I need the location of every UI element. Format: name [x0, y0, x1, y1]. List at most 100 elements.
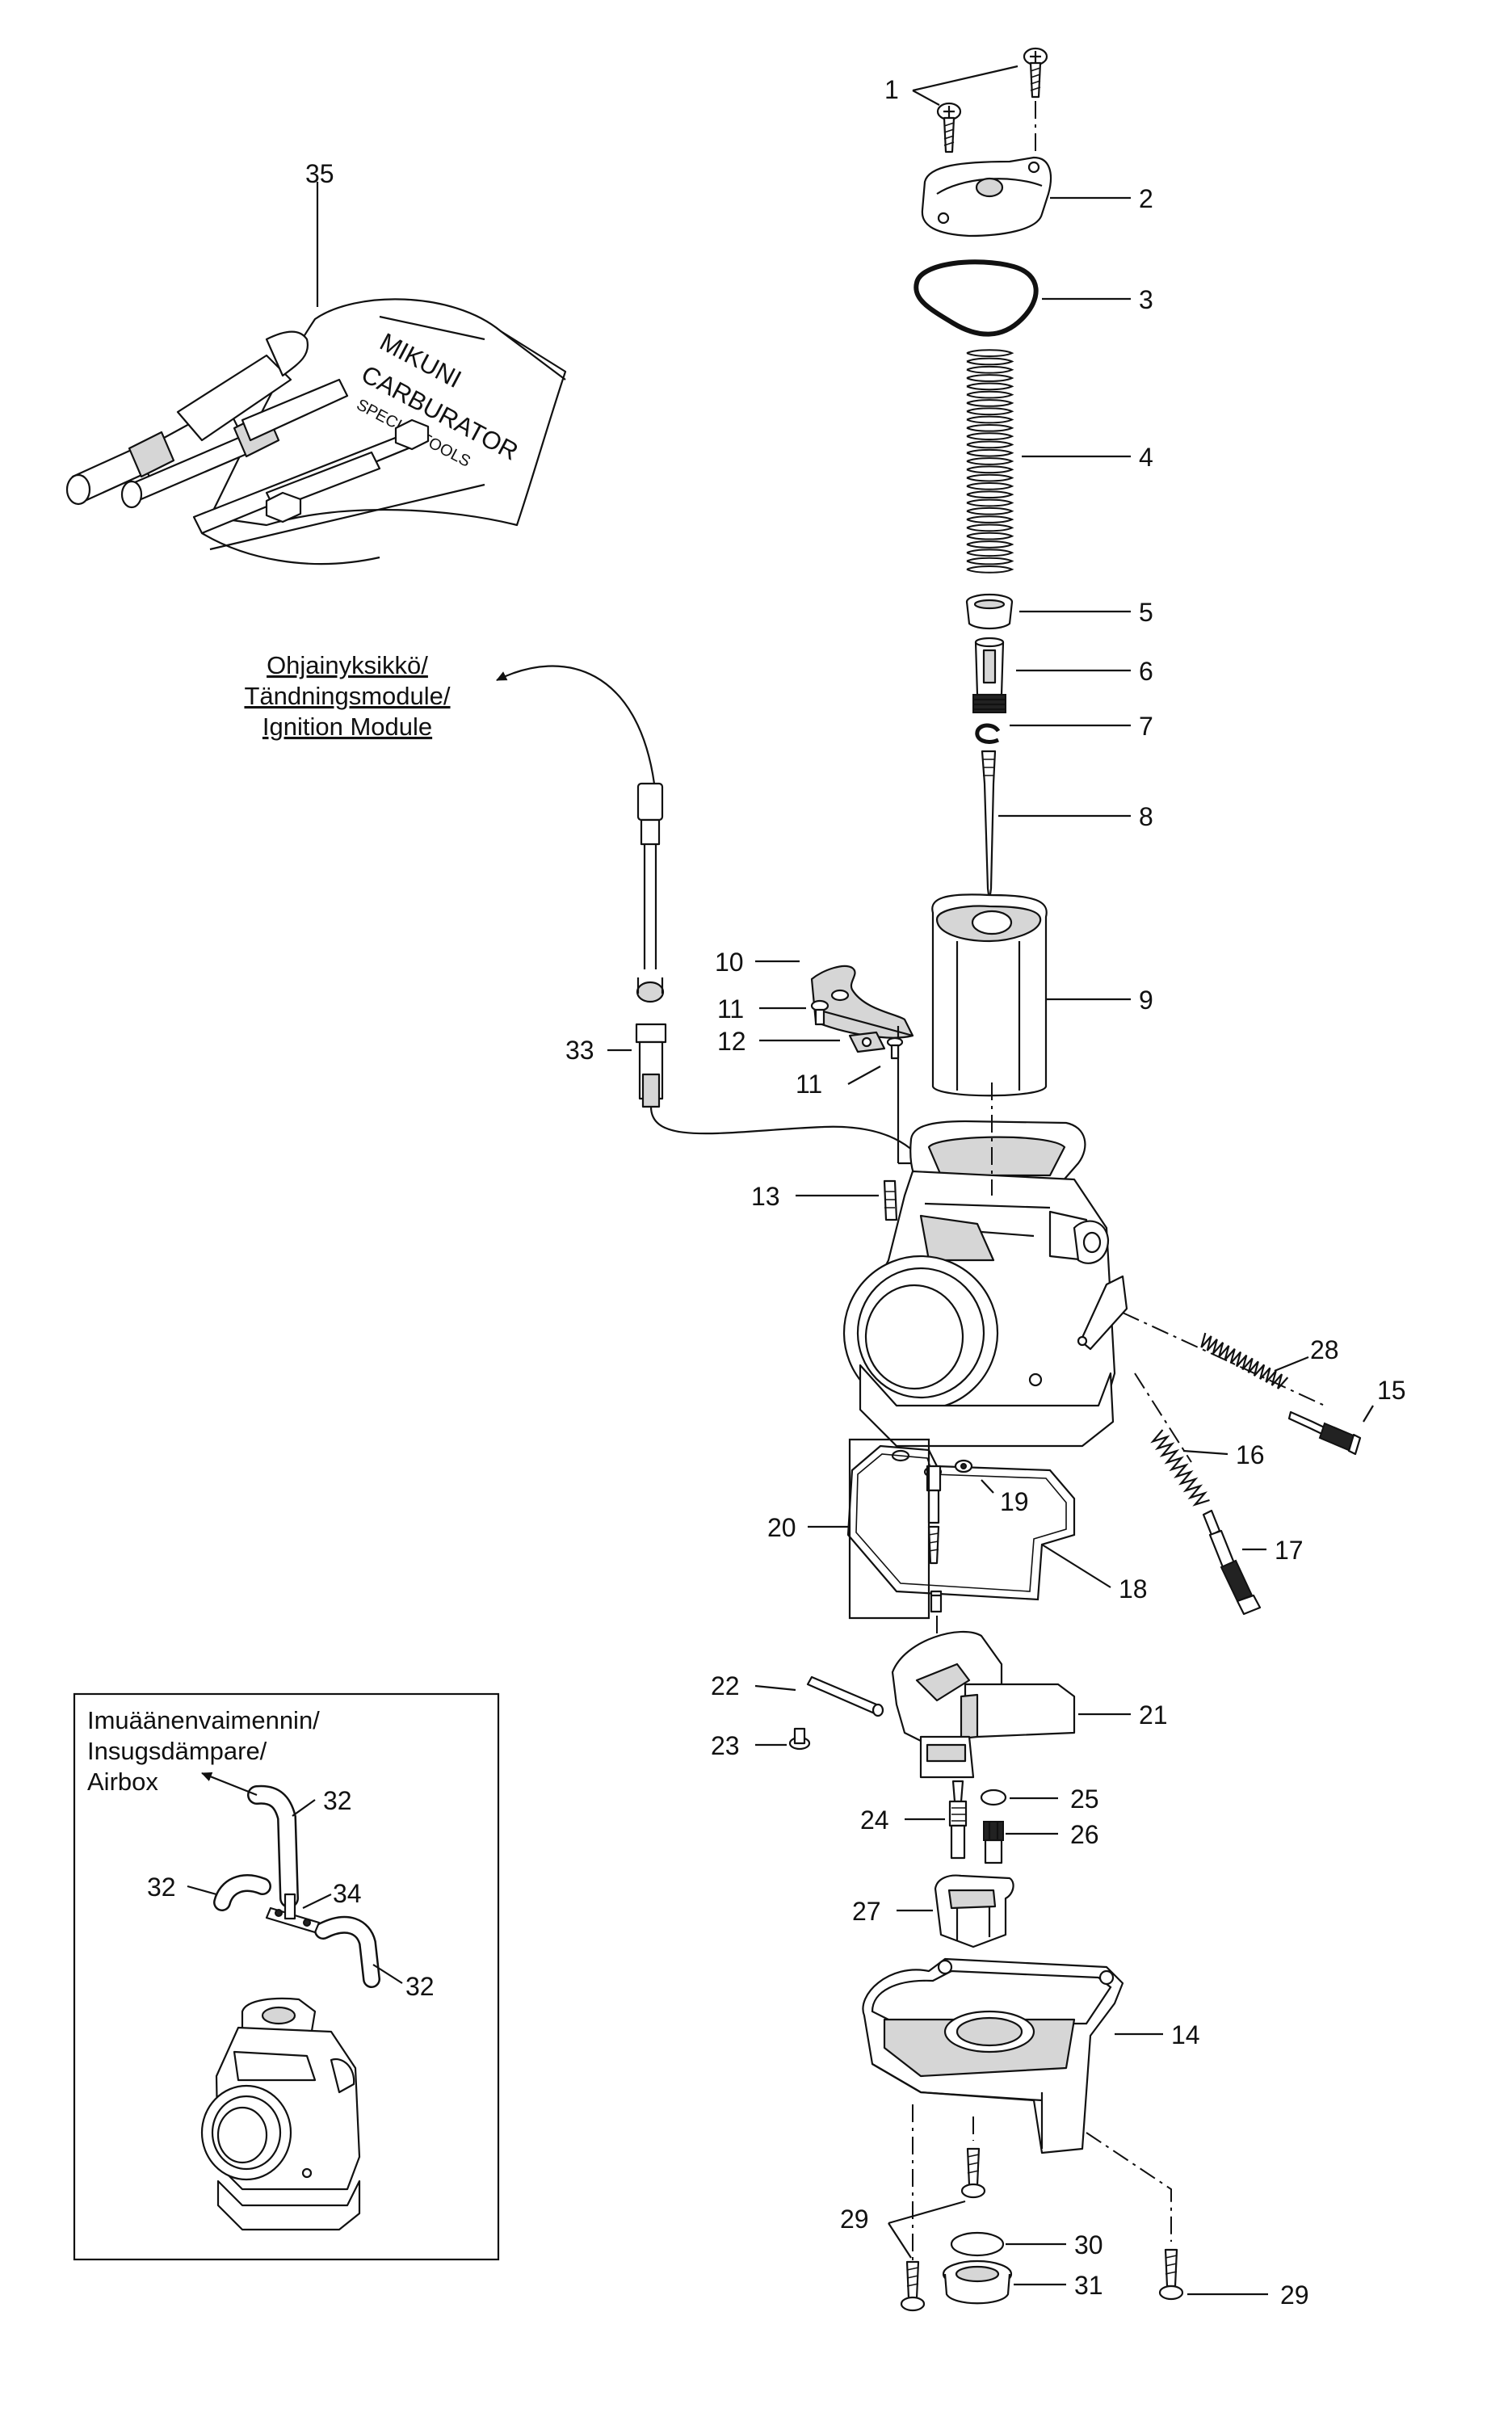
part-label-22: 22 [711, 1671, 740, 1700]
ignition-module-callout: Ohjainyksikkö/ Tändningsmodule/ Ignition… [244, 651, 656, 784]
part-label-20: 20 [767, 1513, 796, 1542]
cover-screws [936, 47, 1048, 153]
leader-34 [302, 1894, 332, 1909]
jet-needle [981, 750, 997, 902]
float-pin [806, 1675, 884, 1717]
part-label-23: 23 [711, 1731, 740, 1760]
part-label-21: 21 [1139, 1700, 1168, 1730]
part-label-25: 25 [1070, 1784, 1099, 1814]
pilot-air-screw [1287, 1410, 1362, 1456]
float-bowl-gasket [846, 1444, 1076, 1601]
cable-plate [848, 1031, 886, 1053]
centerline-air-screw [1122, 1312, 1325, 1406]
float-bowl [862, 1957, 1124, 2154]
needle-clip [975, 723, 1001, 744]
leader-28 [1274, 1356, 1309, 1372]
leader-19 [981, 1479, 994, 1494]
leader-1 [912, 65, 1018, 106]
leader-32c [372, 1964, 403, 1984]
part-label-2: 2 [1139, 184, 1153, 213]
part-label-10: 10 [715, 948, 744, 977]
plate-screw [886, 1036, 904, 1060]
part-label-29a: 29 [840, 2205, 869, 2234]
bowl-screw-left [900, 2260, 926, 2312]
part-label-7: 7 [1139, 712, 1153, 741]
valve-seat [983, 1821, 1004, 1864]
part-label-1: 1 [884, 75, 899, 104]
airbox-arrow [201, 1772, 258, 1797]
bracket-screw [810, 999, 830, 1026]
leader-18 [1041, 1544, 1111, 1588]
pilot-screw-spring [1200, 1332, 1289, 1389]
cover-gasket [914, 259, 1039, 337]
throttle-slide [931, 893, 1048, 1097]
part-label-13: 13 [751, 1182, 780, 1211]
part-label-27: 27 [852, 1897, 881, 1926]
part-label-30: 30 [1074, 2230, 1103, 2259]
sealing-washer [980, 1789, 1007, 1806]
drain-plug [942, 2259, 1013, 2305]
part-label-17: 17 [1275, 1536, 1304, 1565]
airbox-line3: Airbox [87, 1768, 158, 1796]
airbox-line1: Imuäänenvaimennin/ [87, 1706, 320, 1734]
centerline-screw-right [1086, 2132, 1172, 2242]
ignition-module-line2: Tändningsmodule/ [244, 682, 450, 710]
part-label-15: 15 [1377, 1376, 1406, 1405]
part-label-34: 34 [333, 1879, 362, 1908]
leader-22 [754, 1684, 796, 1692]
part-label-24: 24 [860, 1805, 889, 1835]
ignition-module-line3: Ignition Module [262, 712, 432, 741]
part-label-5: 5 [1139, 598, 1153, 627]
part-label-11b: 11 [796, 1070, 822, 1099]
top-cover [921, 156, 1052, 237]
idle-screw-spring [1150, 1429, 1210, 1507]
part-label-32b: 32 [147, 1873, 176, 1902]
t-fitting [265, 1893, 321, 1934]
part-label-28: 28 [1310, 1335, 1339, 1364]
bowl-screw-right [1158, 2248, 1184, 2301]
group-bracket-20 [848, 1438, 930, 1620]
part-label-4: 4 [1139, 443, 1153, 472]
part-label-29b: 29 [1280, 2280, 1309, 2310]
float [891, 1630, 1076, 1779]
part-label-11a: 11 [717, 994, 744, 1024]
part-label-3: 3 [1139, 285, 1153, 314]
part-label-35: 35 [305, 159, 334, 188]
leader-29a [888, 2200, 966, 2259]
main-jet-assembly [923, 1465, 943, 1565]
float-bowl-baffle [934, 1874, 1014, 1948]
leader-15 [1363, 1405, 1374, 1423]
part-label-12: 12 [717, 1027, 746, 1056]
leader-32b [187, 1885, 217, 1896]
ignition-module-line1: Ohjainyksikkö/ [267, 651, 428, 679]
leader-16 [1182, 1449, 1228, 1456]
airbox-line2: Insugsdämpare/ [87, 1737, 267, 1765]
vent-hose-left [213, 1874, 271, 1911]
drain-plug-o-ring [950, 2231, 1005, 2257]
part-label-18: 18 [1119, 1574, 1148, 1604]
part-label-19: 19 [1000, 1487, 1029, 1516]
part-label-9: 9 [1139, 986, 1153, 1015]
carburetor-body [842, 1120, 1128, 1448]
cable-bracket [810, 965, 929, 1165]
vent-hose-right [314, 1915, 380, 1988]
vent-hose-upper [247, 1784, 299, 1908]
pilot-jet [930, 1590, 943, 1613]
part-label-6: 6 [1139, 657, 1153, 686]
part-label-32a: 32 [323, 1786, 352, 1815]
part-label-16: 16 [1236, 1440, 1265, 1469]
bowl-screw-mid [960, 2147, 986, 2199]
needle-valve [948, 1780, 968, 1860]
centerline-idle-screw [1134, 1372, 1192, 1463]
ignition-cable-connector [636, 782, 665, 1003]
airbox-inset-frame [73, 1692, 500, 2261]
float-screw [788, 1727, 811, 1751]
seal-washer [891, 1449, 973, 1473]
needle-holder [972, 637, 1006, 713]
part-label-33: 33 [565, 1036, 594, 1065]
leader-11b [847, 1066, 881, 1085]
throttle-position-sensor [635, 1023, 930, 1168]
throttle-spring [966, 349, 1014, 574]
part-label-26: 26 [1070, 1820, 1099, 1849]
